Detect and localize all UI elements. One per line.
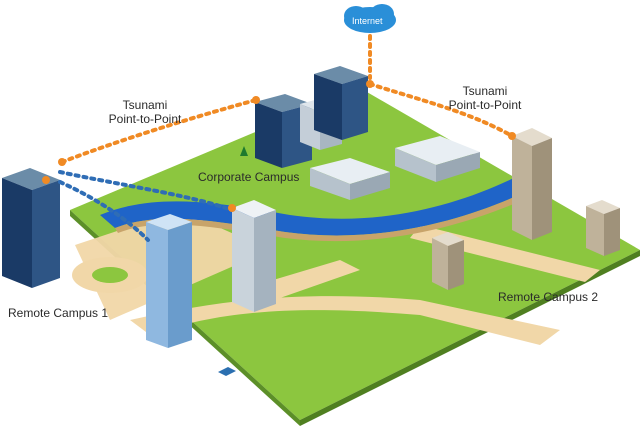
corporate-lowrise-1	[310, 158, 390, 200]
antenna-icon	[508, 132, 516, 140]
internet-cloud-icon	[344, 4, 396, 33]
remote2-tower-left	[432, 232, 464, 290]
remote-campus-1-label: Remote Campus 1	[8, 306, 109, 320]
link-label-left-line1: Tsunami	[122, 98, 168, 112]
remote1-tower-glass	[146, 214, 192, 348]
link-label-left: Tsunami Point-to-Point	[100, 98, 190, 126]
river	[100, 175, 540, 236]
internet-label: Internet	[352, 16, 383, 26]
river-bank	[115, 185, 545, 242]
antenna-icon	[366, 80, 374, 88]
link-remote1-local-a	[58, 180, 150, 242]
corporate-lowrise-2	[395, 136, 480, 182]
remote-campus-2-label: Remote Campus 2	[498, 290, 599, 304]
link-label-right-line1: Tsunami	[462, 84, 508, 98]
antenna-icon	[252, 96, 260, 104]
link-label-right-line2: Point-to-Point	[448, 98, 522, 112]
antenna-icon	[228, 204, 236, 212]
link-remote1-corporate	[60, 98, 258, 164]
link-corporate-remote2	[368, 82, 514, 138]
tree-icon	[240, 146, 248, 156]
remote2-tower-right	[586, 200, 620, 256]
car-icon	[218, 367, 236, 376]
roundabout-center	[92, 267, 128, 283]
remote1-tower-white	[232, 200, 276, 312]
antenna-icon	[58, 158, 66, 166]
corporate-tower-3	[314, 66, 368, 140]
road-main	[130, 296, 560, 345]
remote2-tower-tall	[512, 128, 552, 240]
ground-edge-front-right	[300, 250, 640, 426]
remote1-tower-dark	[2, 168, 60, 288]
antenna-icon	[42, 176, 50, 184]
link-label-right: Tsunami Point-to-Point	[440, 84, 530, 112]
ground-island	[70, 88, 640, 420]
link-remote1-local-b	[58, 170, 234, 212]
corporate-campus-label: Corporate Campus	[198, 170, 300, 184]
link-label-left-line2: Point-to-Point	[108, 112, 182, 126]
